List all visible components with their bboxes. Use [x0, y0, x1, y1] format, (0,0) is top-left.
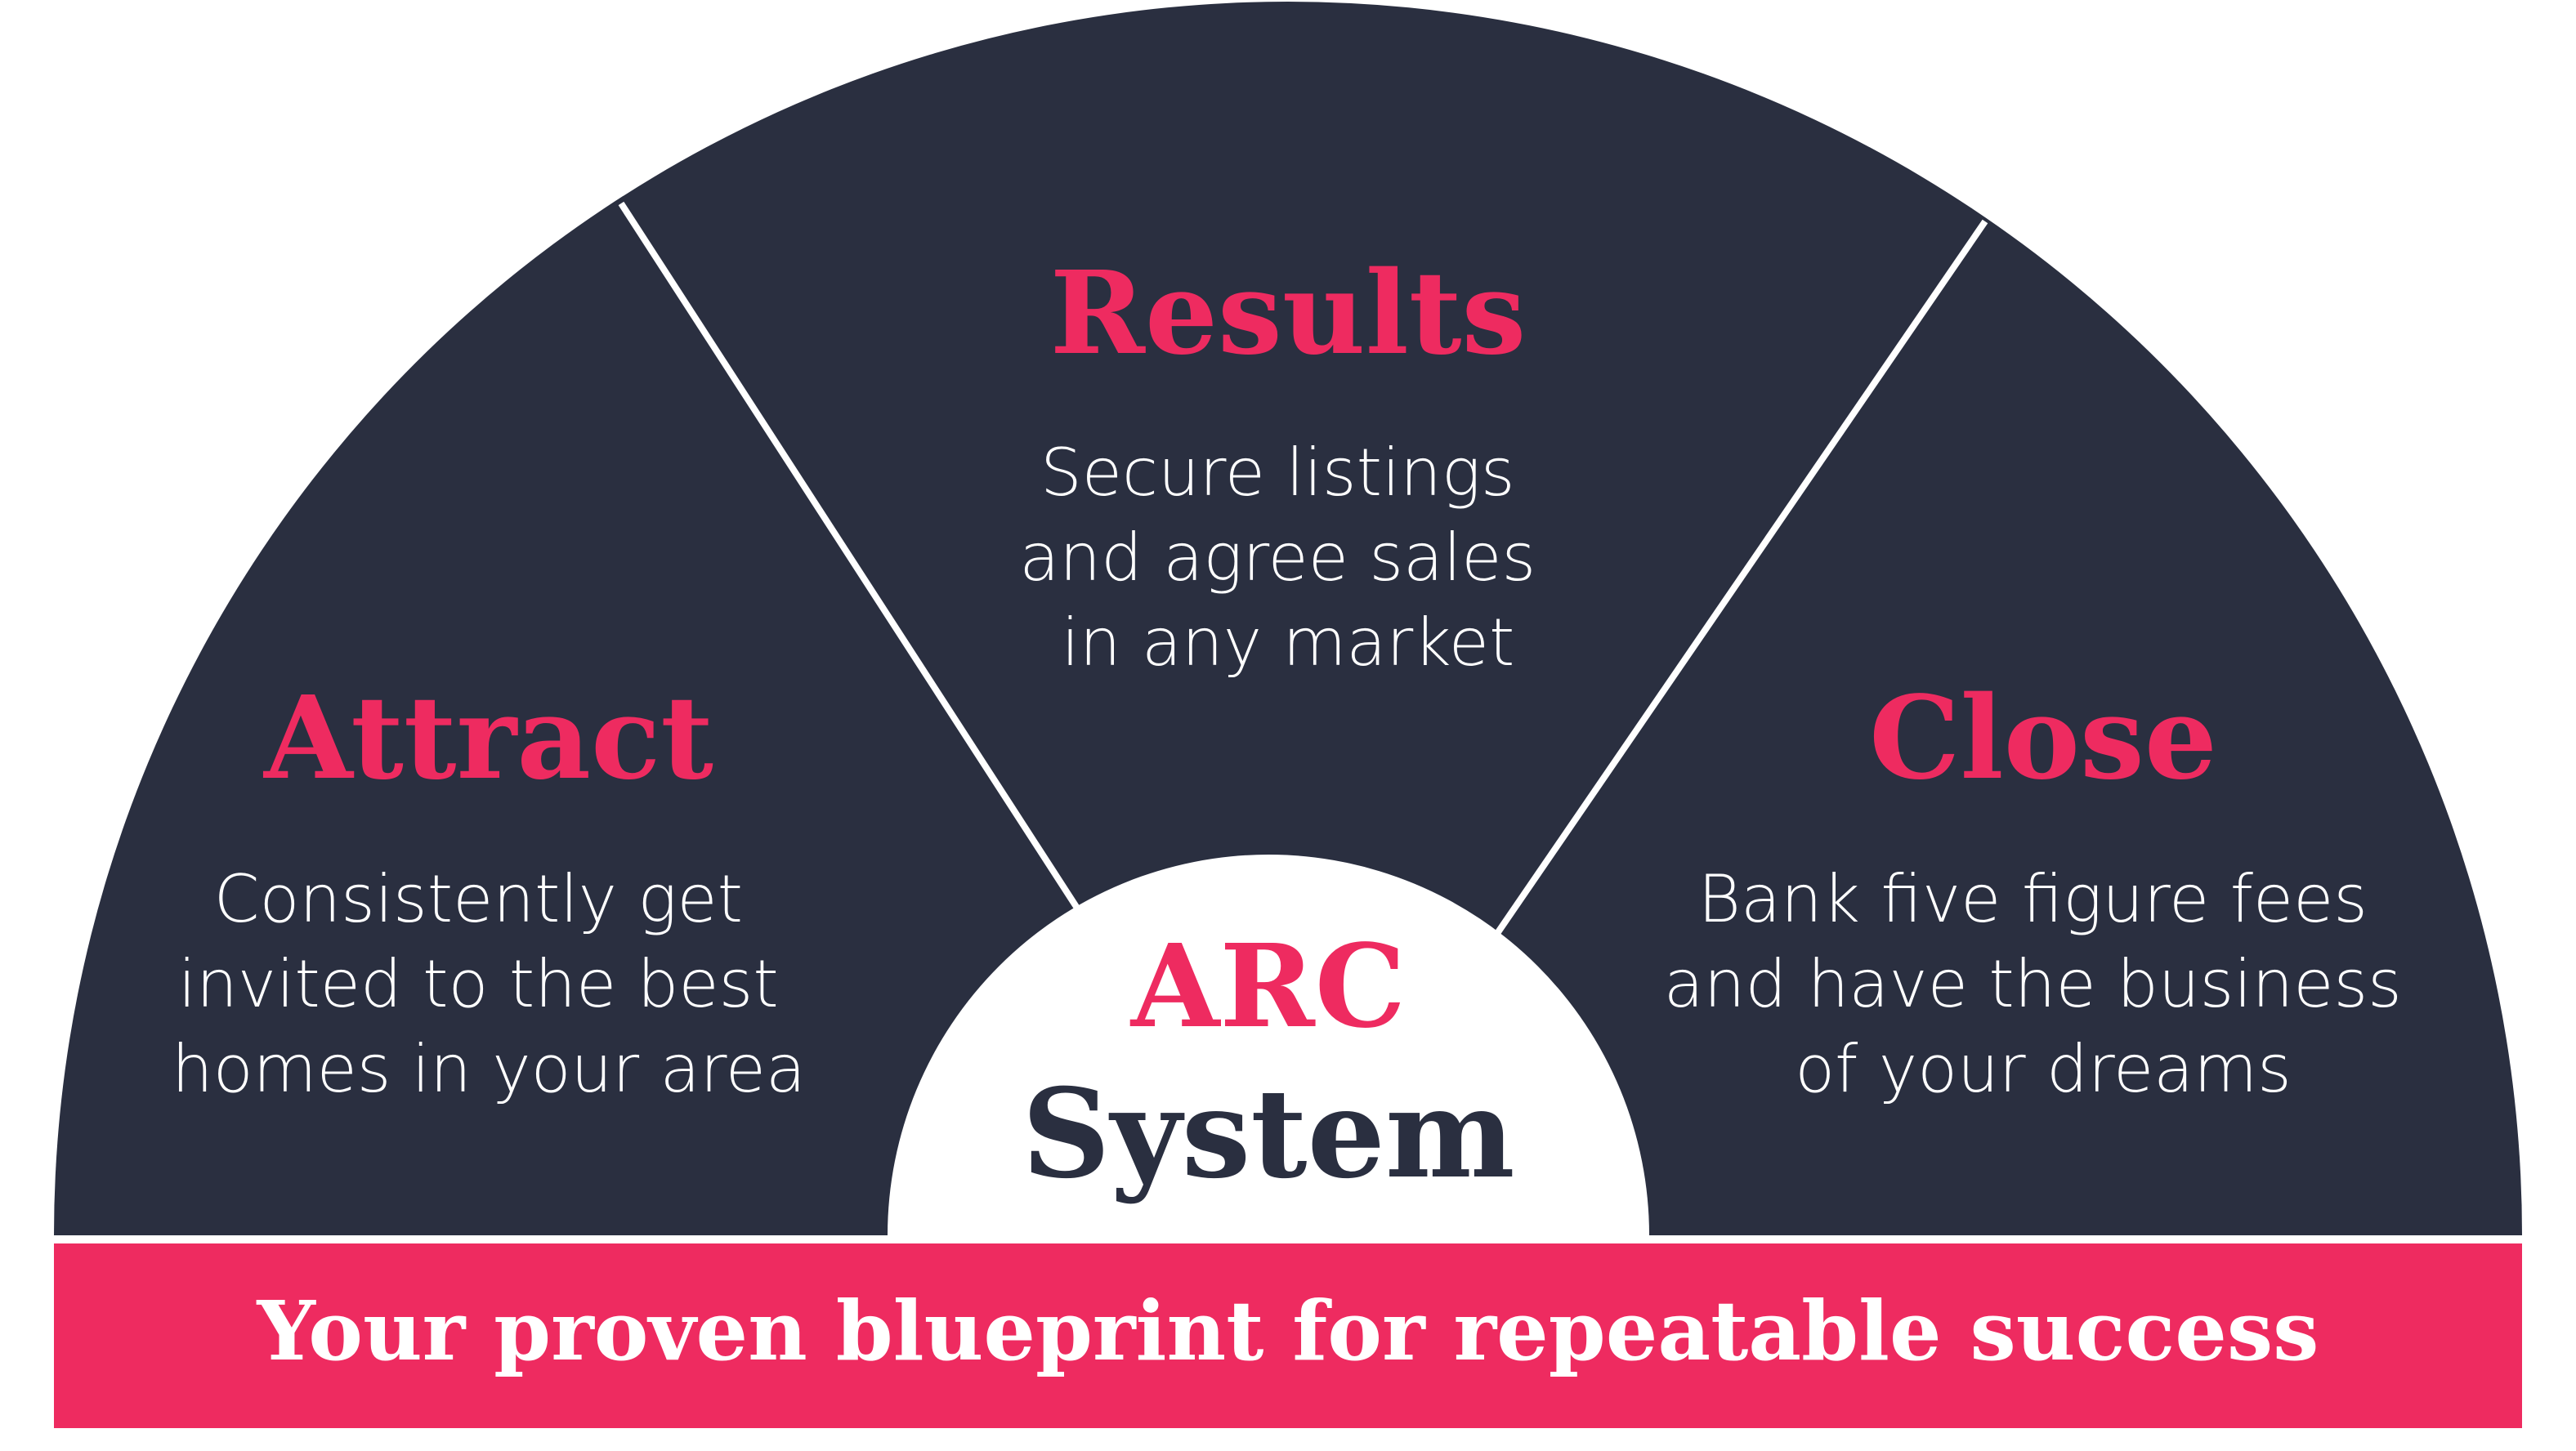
- segment-text-close: of your dreams: [1795, 1031, 2292, 1107]
- inner-semicircle: [888, 855, 1649, 1235]
- segment-text-results: and agree sales: [1019, 520, 1536, 596]
- segment-title-results: Results: [1050, 247, 1527, 381]
- segment-text-results: Secure listings: [1040, 435, 1515, 511]
- divider-left: [618, 201, 1090, 926]
- banner-text: Your proven blueprint for repeatable suc…: [257, 1283, 2319, 1379]
- segment-text-close: Bank five figure fees: [1698, 861, 2368, 937]
- segment-text-close: and have the business: [1664, 946, 2402, 1022]
- segment-text-attract: Consistently get: [214, 861, 743, 937]
- divider-right: [1484, 219, 1988, 950]
- segment-title-close: Close: [1869, 672, 2217, 806]
- banner: [54, 1243, 2522, 1428]
- center-title-system: System: [1022, 1062, 1514, 1206]
- segment-text-attract: invited to the best: [178, 946, 779, 1022]
- segment-text-results: in any market: [1062, 605, 1515, 681]
- svg-text:Bank five figure fees and: Bank five figure fees and have the busin…: [1664, 861, 2422, 1107]
- segment-title-attract: Attract: [262, 672, 713, 806]
- outer-semicircle: [54, 2, 2522, 1235]
- center-title-arc: ARC: [1129, 920, 1406, 1054]
- segment-text-attract: homes in your area: [172, 1031, 806, 1107]
- svg-text:Secure listings and agree: Secure listings and agree sales in any m…: [1019, 435, 1556, 681]
- svg-text:Consistently get invited t: Consistently get invited to the best hom…: [172, 861, 806, 1107]
